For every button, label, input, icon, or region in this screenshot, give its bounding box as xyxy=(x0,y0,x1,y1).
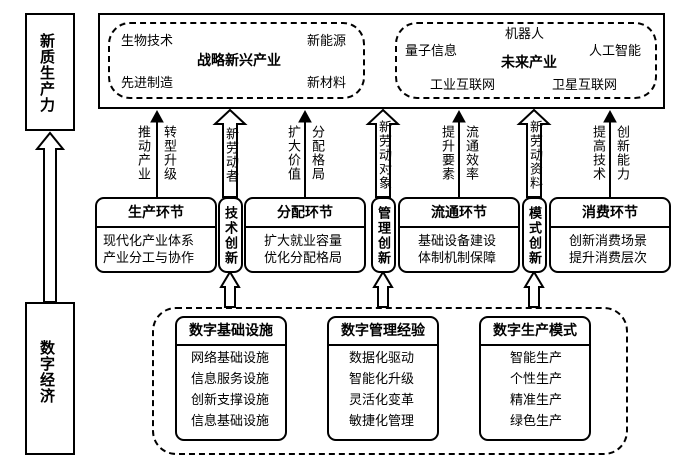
item-advanced-manufacturing: 先进制造 xyxy=(121,76,174,91)
mode-exp-up-arrow xyxy=(523,270,545,308)
mgmt-exp-line-1: 数据化驱动 xyxy=(349,351,415,366)
item-quantum-info: 量子信息 xyxy=(405,44,458,59)
mgmt-up-arrow xyxy=(365,108,401,198)
mode-up-arrow xyxy=(516,108,552,198)
consumption-stage: 消费环节 创新消费场景 提升消费层次 xyxy=(549,197,671,273)
distribution-title: 分配环节 xyxy=(277,205,333,221)
distribution-line-1: 扩大就业容量 xyxy=(264,234,343,249)
new-productivity-box: 新质生产力 xyxy=(25,13,75,131)
mode-exp-line-4: 绿色生产 xyxy=(510,414,563,429)
mgmt-innovation-box: 管理创新 xyxy=(371,197,396,273)
future-industries-group xyxy=(395,22,657,99)
production-line-1: 现代化产业体系 xyxy=(103,234,195,249)
item-new-energy: 新能源 xyxy=(307,34,347,49)
label-expand-value: 扩大价值 xyxy=(285,125,300,181)
infra-line-4: 信息基础设施 xyxy=(191,414,270,429)
infra-line-3: 创新支撑设施 xyxy=(191,393,270,408)
infra-up-arrow xyxy=(219,270,241,308)
future-industries-title: 未来产业 xyxy=(501,55,557,71)
mode-innovation-box: 模式创新 xyxy=(522,197,547,273)
circulation-title: 流通环节 xyxy=(431,205,487,221)
infra-line-1: 网络基础设施 xyxy=(191,351,270,366)
infra-line-2: 信息服务设施 xyxy=(191,372,270,387)
item-robots: 机器人 xyxy=(505,27,545,42)
label-improve-factors: 提升要素 xyxy=(439,125,454,181)
tech-innovation-label: 技术创新 xyxy=(222,206,237,266)
strategic-industries-group xyxy=(108,22,365,99)
infra-title: 数字基础设施 xyxy=(189,323,273,339)
productivity-outcome-box xyxy=(98,13,665,109)
mgmt-exp-line-3: 灵活化变革 xyxy=(349,393,415,408)
distribution-stage: 分配环节 扩大就业容量 优化分配格局 xyxy=(244,197,366,273)
circulation-stage: 流通环节 基础设备建设 体制机制保障 xyxy=(398,197,520,273)
label-new-laborer: 新劳动者 xyxy=(223,127,238,183)
label-new-labor-object: 新劳动对象 xyxy=(376,120,391,190)
item-biotech: 生物技术 xyxy=(121,34,174,49)
label-circulation-efficiency: 流通效率 xyxy=(463,125,478,181)
mgmt-exp-title: 数字管理经验 xyxy=(341,323,425,339)
mgmt-exp-box: 数字管理经验 数据化驱动 智能化升级 灵活化变革 敏捷化管理 xyxy=(327,316,439,441)
digital-to-productivity-arrow xyxy=(34,131,66,303)
consumption-title: 消费环节 xyxy=(582,205,638,221)
mgmt-innovation-label: 管理创新 xyxy=(375,206,390,266)
label-distribution-pattern: 分配格局 xyxy=(309,125,324,181)
mgmt-exp-up-arrow xyxy=(372,270,394,308)
circulation-line-2: 体制机制保障 xyxy=(418,251,497,266)
mode-exp-title: 数字生产模式 xyxy=(493,323,577,339)
tech-up-arrow xyxy=(212,108,248,198)
new-productivity-label: 新质生产力 xyxy=(38,33,56,113)
label-transform-upgrade: 转型升级 xyxy=(161,125,176,181)
label-improve-tech: 提高技术 xyxy=(590,125,605,181)
item-satellite-internet: 卫星互联网 xyxy=(552,78,618,93)
tech-innovation-box: 技术创新 xyxy=(218,197,243,273)
mode-exp-line-1: 智能生产 xyxy=(510,351,563,366)
mode-exp-line-2: 个性生产 xyxy=(510,372,563,387)
mode-innovation-label: 模式创新 xyxy=(526,206,541,266)
digital-foundation-group xyxy=(152,307,628,455)
mgmt-exp-line-2: 智能化升级 xyxy=(349,372,415,387)
consumption-line-2: 提升消费层次 xyxy=(569,251,648,266)
strategic-industries-title: 战略新兴产业 xyxy=(197,53,281,69)
mode-exp-box: 数字生产模式 智能生产 个性生产 精准生产 绿色生产 xyxy=(479,316,591,441)
label-promote-industry: 推动产业 xyxy=(135,125,150,181)
infra-box: 数字基础设施 网络基础设施 信息服务设施 创新支撑设施 信息基础设施 xyxy=(175,316,287,441)
consumption-line-1: 创新消费场景 xyxy=(569,234,648,249)
circulation-line-1: 基础设备建设 xyxy=(418,234,497,249)
item-industrial-internet: 工业互联网 xyxy=(430,78,496,93)
mgmt-exp-line-4: 敏捷化管理 xyxy=(349,414,415,429)
production-title: 生产环节 xyxy=(128,205,184,221)
digital-economy-box: 数字经济 xyxy=(25,302,75,455)
production-stage: 生产环节 现代化产业体系 产业分工与协作 xyxy=(95,197,217,273)
label-new-labor-materials: 新劳动资料 xyxy=(527,120,542,190)
item-new-materials: 新材料 xyxy=(307,76,347,91)
mode-exp-line-3: 精准生产 xyxy=(510,393,563,408)
item-ai: 人工智能 xyxy=(589,44,642,59)
distribution-line-2: 优化分配格局 xyxy=(264,251,343,266)
production-line-2: 产业分工与协作 xyxy=(103,251,195,266)
label-innovation-capacity: 创新能力 xyxy=(614,125,629,181)
digital-economy-label: 数字经济 xyxy=(38,340,56,404)
